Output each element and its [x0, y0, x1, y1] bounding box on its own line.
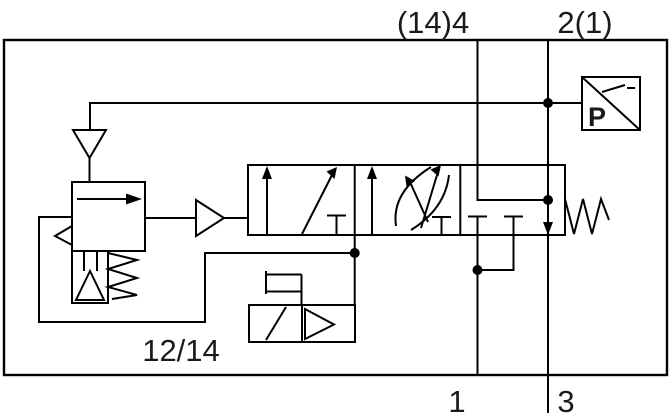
feedback-line	[38, 216, 354, 323]
pressure-switch-symbol: P	[581, 76, 641, 132]
main-valve-symbol	[247, 164, 610, 236]
relief-arrow-icon	[52, 225, 73, 246]
manual-override-icon	[265, 271, 303, 305]
pressure-switch-label: P	[588, 102, 606, 132]
pilot-supply-funnel-icon	[71, 129, 108, 182]
junction-dot	[349, 248, 360, 258]
port-4-label: (14)4	[397, 5, 469, 40]
regulator-exhaust-icon	[71, 251, 109, 304]
sensor-connection-line	[89, 102, 582, 130]
solenoid-coil-icon	[265, 306, 287, 341]
valve-position-right	[468, 215, 553, 235]
pilot-amplifier-icon	[195, 198, 248, 238]
port-1-line	[476, 235, 515, 375]
blocked-port-icon	[432, 216, 451, 235]
pressure-regulator-symbol	[38, 181, 354, 323]
enclosure-border	[2, 38, 669, 377]
return-spring-icon	[564, 195, 610, 235]
throttle-arc	[394, 166, 432, 227]
throttle-arc	[410, 174, 450, 231]
blocked-port-icon	[504, 215, 523, 235]
regulator-body	[71, 181, 146, 252]
regulator-spring-icon	[104, 252, 141, 300]
valve-position-middle	[367, 165, 451, 235]
pressure-switch-box	[581, 76, 641, 131]
port-1-label: 1	[448, 384, 465, 415]
pilot-triangle-icon	[304, 307, 337, 341]
junction-dot	[543, 98, 553, 108]
switch-contact-icon	[601, 84, 635, 93]
port-2-label: 2(1)	[557, 5, 612, 40]
junction-dot	[472, 265, 483, 275]
port-4-line	[476, 40, 548, 201]
pilot-valve-symbol	[248, 271, 356, 343]
valve-position-left	[262, 166, 346, 235]
blocked-port-icon	[327, 214, 346, 235]
pilot-ports-label: 12/14	[142, 333, 220, 368]
exhaust-arrow-head	[543, 222, 553, 235]
blocked-port-icon	[468, 215, 487, 235]
port-3-label: 3	[557, 384, 574, 415]
junction-dot	[543, 195, 553, 205]
